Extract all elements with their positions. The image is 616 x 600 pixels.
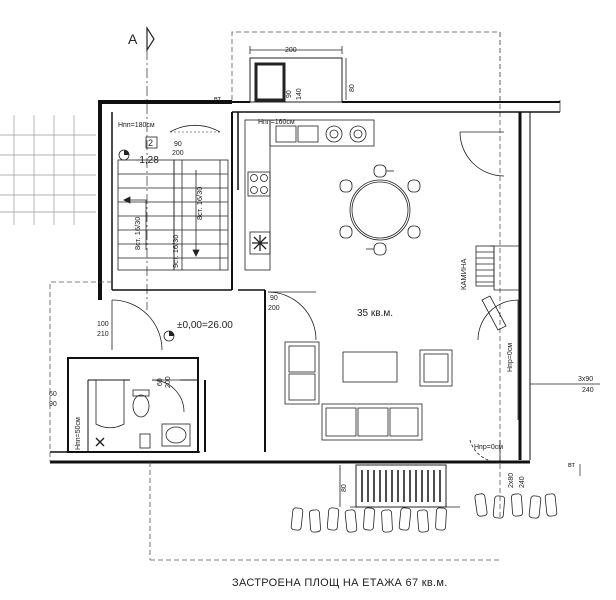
dim-door-hall-100: 100 (97, 321, 109, 328)
hall-door (111, 299, 163, 351)
kitchen (244, 119, 375, 271)
bathroom (95, 379, 191, 449)
armchair (419, 349, 453, 387)
dim-top-80: 80 (349, 84, 356, 92)
note-kitchen-window: Нпп=160см (258, 119, 295, 126)
top-entrance-stair (249, 46, 347, 103)
right-dimension (530, 100, 600, 476)
dim-door-living-200: 200 (268, 305, 280, 312)
dim-door-stair-200: 200 (172, 150, 184, 157)
stair-label-lower: 9ст. 16/30 (171, 235, 180, 268)
dim-bath-door-200: 200 (165, 376, 172, 388)
stair-labels: 8ст. 16/30 8ст. 16/30 9ст. 16/30 (133, 187, 204, 268)
dim-top-140: 140 (296, 88, 303, 100)
dining-table (339, 164, 421, 256)
dim-bath-door-60: 60 (157, 378, 164, 386)
stair-label-middle: 8ст. 16/30 (195, 187, 204, 220)
sofa-left (284, 341, 320, 405)
marker-top-bt: вт (214, 96, 222, 103)
note-bathroom-window: Нпп=50см (75, 417, 82, 450)
fireplace (475, 245, 520, 331)
sofa-bottom (321, 403, 423, 441)
stair-label-left: 8ст. 16/30 (133, 217, 142, 250)
stepping-stones (290, 493, 558, 533)
right-window (469, 299, 519, 463)
note-right-window: Нпр=0см (507, 343, 514, 372)
level-marker-upper: 2 -1,28 (118, 136, 159, 166)
room-area-label: 35 кв.м. (357, 308, 393, 319)
living-door (267, 291, 317, 341)
fireplace-label: КАМИНА (459, 259, 468, 290)
level-upper-label: -1,28 (136, 155, 159, 166)
terrace-grid (0, 115, 96, 225)
dim-bottom-240: 240 (519, 476, 526, 488)
marker-bottom-bt: вт (568, 462, 576, 469)
stairwell (117, 124, 229, 271)
section-marker-a: A (128, 25, 155, 310)
dim-bottom-2x80: 2x80 (508, 473, 515, 488)
note-bottom-right-window: Нпр=0см (474, 444, 503, 451)
balcony-outline (231, 31, 501, 520)
level-floor-label: ±0,00=26.00 (177, 320, 233, 331)
dim-door-hall-210: 210 (97, 331, 109, 338)
dim-right-3x90: 3x90 (578, 376, 593, 383)
section-marker-label: A (128, 31, 138, 47)
dim-bath-90: 90 (49, 401, 57, 408)
dim-door-stair-90: 90 (174, 141, 182, 148)
step-number: 2 (148, 138, 153, 148)
right-top-door (459, 131, 505, 177)
interior-walls (67, 112, 266, 453)
dim-top-90: 90 (286, 90, 293, 98)
dimension-labels: 200 90 140 80 вт Нпп=180см Нпп=160см 90 … (49, 47, 594, 492)
dim-bottom-80: 80 (341, 484, 348, 492)
bottom-stair (339, 464, 460, 508)
dim-bath-60: 60 (49, 391, 57, 398)
dim-top-width: 200 (285, 47, 297, 54)
dim-right-240: 240 (582, 387, 594, 394)
note-top-window: Нпп=180см (118, 122, 155, 129)
dim-door-living-90: 90 (270, 295, 278, 302)
coffee-table (342, 351, 398, 383)
level-marker-floor: ±0,00=26.00 (163, 320, 233, 342)
floor-area-caption: ЗАСТРОЕНА ПЛОЩ НА ЕТАЖА 67 кв.м. (232, 577, 448, 589)
